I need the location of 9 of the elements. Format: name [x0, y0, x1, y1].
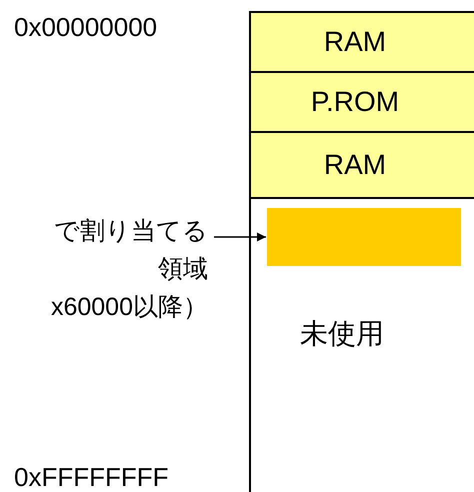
memory-block: P.ROM	[249, 71, 474, 133]
arrow	[214, 232, 266, 242]
region-label: 未使用	[300, 317, 384, 351]
allocated-block	[267, 208, 461, 266]
address-label: 0x00000000	[14, 12, 158, 43]
address-label: 0xFFFFFFFF	[14, 462, 169, 492]
annotation-text: x60000以降）	[50, 292, 208, 323]
memory-block: RAM	[249, 131, 474, 199]
memory-block: RAM	[249, 11, 474, 73]
